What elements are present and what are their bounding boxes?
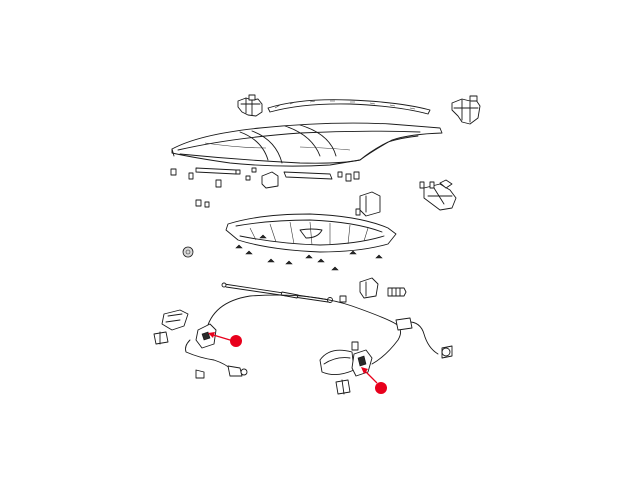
hood-release-cable: [205, 294, 453, 365]
hood-inner-panel: [225, 213, 397, 253]
hood-weatherstrip-seal: [267, 99, 431, 115]
right-hood-hinge: [451, 95, 481, 125]
callout-1: [208, 332, 242, 347]
callout-2: [361, 367, 387, 394]
left-hood-hinge: [237, 94, 263, 117]
hood-panel: [171, 122, 443, 167]
right-hood-bracket: [419, 179, 457, 211]
panel-clips: [182, 234, 383, 271]
hood-latch-striker: [339, 277, 407, 303]
left-release-handle: [153, 309, 189, 345]
left-latch-assembly: [185, 323, 248, 379]
hood-prop-rod: [221, 282, 333, 303]
hood-fasteners-row: [170, 167, 381, 217]
